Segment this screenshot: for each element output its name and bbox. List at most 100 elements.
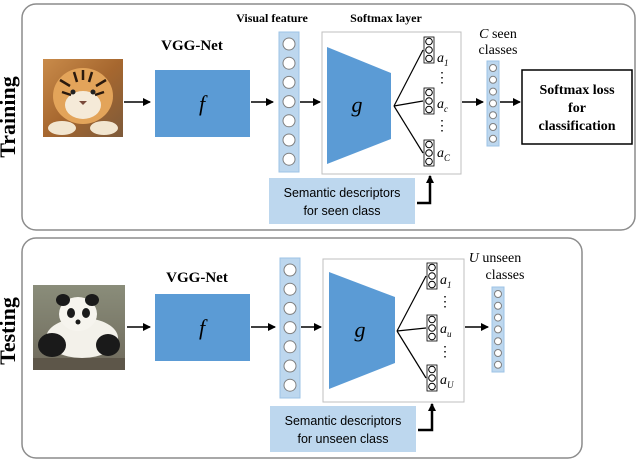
class-node <box>494 290 502 298</box>
class-node <box>489 111 497 120</box>
attribute-node <box>428 374 436 382</box>
attribute-node <box>428 280 436 289</box>
test-attr-last: aU <box>440 373 454 390</box>
attribute-node <box>428 365 436 374</box>
softmax-layer-label: Softmax layer <box>350 11 422 25</box>
training-classes-label-line2: classes <box>479 43 518 58</box>
loss-line3: classification <box>539 119 616 134</box>
testing-side-label: Testing <box>0 297 20 365</box>
training-classes-label-line1: C seen <box>479 27 517 42</box>
arrow-unseen-descriptor-to-softmax <box>418 403 436 432</box>
seen-class-nodes <box>489 64 497 143</box>
testing-network-label: VGG-Net <box>166 270 228 286</box>
class-node <box>489 99 497 108</box>
training-g-symbol: g <box>352 92 363 117</box>
attribute-node <box>425 97 433 105</box>
attribute-node <box>428 382 436 391</box>
feature-node <box>283 340 297 354</box>
training-attribute-groups <box>423 36 435 167</box>
test-dots-upper: ⋮ <box>438 295 452 310</box>
softmax-loss-box <box>521 69 633 145</box>
training-side-label: Training <box>0 76 20 158</box>
attribute-node <box>425 54 433 63</box>
unseen-descriptor-box <box>270 406 416 452</box>
feature-node <box>282 37 296 51</box>
class-node <box>494 349 502 357</box>
feature-node <box>282 152 296 166</box>
arrow-seen-descriptor-to-softmax <box>417 175 434 205</box>
class-node <box>489 134 497 143</box>
unseen-descriptor-line1: Semantic descriptors <box>285 414 402 428</box>
attribute-node <box>428 315 436 324</box>
testing-f-block <box>155 294 250 361</box>
attribute-node <box>428 324 436 332</box>
class-node <box>489 87 497 96</box>
feature-node <box>283 321 297 335</box>
train-attr-mid: ac <box>437 97 448 114</box>
test-attr-mid: au <box>440 322 452 339</box>
attribute-node <box>425 46 433 54</box>
seen-descriptor-box <box>269 178 415 224</box>
attribute-node <box>425 140 433 149</box>
attribute-node <box>425 157 433 166</box>
train-attr-first: a1 <box>437 51 449 68</box>
tiger-photo-icon <box>43 59 123 137</box>
seen-descriptor-line1: Semantic descriptors <box>284 186 401 200</box>
seen-descriptor-line2: for seen class <box>303 204 380 218</box>
feature-node <box>282 133 296 147</box>
visual-feature-label: Visual feature <box>236 11 308 25</box>
train-dots-lower: ⋮ <box>435 119 449 134</box>
class-node <box>489 123 497 131</box>
feature-node <box>283 378 297 392</box>
attribute-node <box>428 263 436 272</box>
feature-node <box>283 263 297 277</box>
feature-node <box>282 114 296 128</box>
test-visual-feature-nodes <box>283 263 297 392</box>
class-node <box>494 313 502 322</box>
attribute-node <box>425 149 433 157</box>
feature-node <box>283 301 297 315</box>
training-network-label: VGG-Net <box>161 38 223 54</box>
attribute-node <box>425 37 433 46</box>
training-class-vector <box>486 60 500 147</box>
training-f-block <box>155 70 250 137</box>
loss-line2: for <box>568 101 586 116</box>
train-dots-upper: ⋮ <box>435 71 449 86</box>
feature-node <box>282 56 296 70</box>
testing-g-symbol: g <box>355 317 366 342</box>
testing-attribute-groups <box>426 262 438 392</box>
visual-feature-nodes <box>282 37 296 166</box>
training-visual-feature-vector <box>278 31 300 173</box>
training-f-symbol: f <box>199 91 208 116</box>
testing-classes-label-line1: U unseen <box>469 251 522 266</box>
test-dots-lower: ⋮ <box>438 345 452 360</box>
testing-panel: Testing VGG-Net f g <box>0 237 583 459</box>
feature-node <box>282 75 296 89</box>
attribute-node <box>428 272 436 280</box>
training-g-block <box>327 47 391 164</box>
class-node <box>489 64 497 72</box>
attribute-node <box>425 88 433 97</box>
panda-photo-icon <box>33 285 125 370</box>
testing-classes-label-line2: classes <box>486 268 525 283</box>
class-node <box>494 325 502 334</box>
testing-g-block <box>329 272 395 389</box>
class-node <box>494 337 502 346</box>
test-attr-first: a1 <box>440 273 452 290</box>
class-node <box>489 75 497 84</box>
unseen-descriptor-line2: for unseen class <box>297 432 388 446</box>
class-node <box>494 360 502 369</box>
unseen-class-nodes <box>494 290 502 369</box>
train-attr-last: aC <box>437 146 451 163</box>
feature-node <box>282 95 296 109</box>
testing-branch-lines <box>396 275 427 379</box>
attribute-node <box>425 105 433 114</box>
training-panel: Training VGG-Net f Visual feature Softma… <box>0 3 636 231</box>
testing-visual-feature-vector <box>279 257 301 399</box>
feature-node <box>283 282 297 296</box>
loss-line1: Softmax loss <box>539 83 615 98</box>
training-branch-lines <box>393 49 424 154</box>
class-node <box>494 301 502 310</box>
